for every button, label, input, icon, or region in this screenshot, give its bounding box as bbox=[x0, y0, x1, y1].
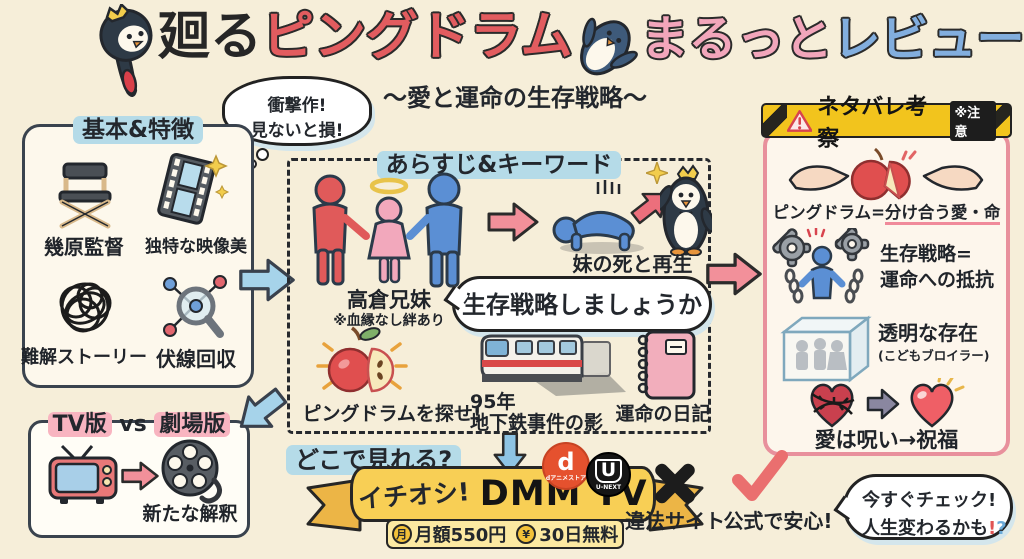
tv-vs-movie-title: TV版 vs 劇場版 bbox=[28, 406, 250, 438]
synopsis-panel-title: あらすじ&キーワード bbox=[376, 151, 622, 179]
official-safe-label: 公式で安心! bbox=[723, 509, 833, 533]
apple-pingdrum-icon bbox=[316, 326, 408, 393]
shared-apple-hands-icon bbox=[788, 147, 984, 201]
cursed-heart-to-blessing-icon bbox=[810, 378, 965, 428]
shock-bubble-line2: 見ないと損! bbox=[250, 121, 344, 141]
survival-quote-text: 生存戦略しましょうか bbox=[462, 291, 702, 319]
danime-letter: d bbox=[557, 447, 575, 476]
spoiler-item3-line1: 透明な存在 bbox=[878, 321, 978, 345]
unext-name: U-NEXT bbox=[595, 483, 622, 491]
shock-bubble-line1: 衝撃作! bbox=[267, 96, 327, 116]
illegal-cross-icon bbox=[650, 458, 700, 508]
page-title: 廻る ピングドラム まるっと レビュー! bbox=[158, 10, 1024, 84]
title-black: 廻る bbox=[158, 7, 263, 67]
page-subtitle: 〜愛と運命の生存戦略〜 bbox=[383, 84, 647, 112]
spoiler-item3-line2: (こどもブロイラー) bbox=[878, 348, 990, 363]
arrow-right-pink-icon bbox=[487, 202, 539, 242]
title-red: ピングドラム bbox=[262, 7, 573, 67]
penguin-crown-icon bbox=[99, 4, 153, 97]
unext-letter: U bbox=[594, 458, 623, 483]
ribbon-tail-left bbox=[306, 478, 362, 532]
subway-train-icon bbox=[480, 334, 626, 396]
family-note: ※血縁なし絆あり bbox=[333, 313, 445, 329]
title-blue: レビュー! bbox=[832, 11, 1024, 67]
keyword-train-label-line1: 95年 bbox=[470, 391, 516, 413]
spoiler-item1-label: ピングドラム=分け合う愛・命 bbox=[766, 203, 1007, 225]
spoiler-panel-title: ネタバレ考察 bbox=[817, 94, 928, 152]
title-pink: まるっと bbox=[640, 11, 833, 67]
shock-bubble: 衝撃作! 見ないと損! bbox=[222, 76, 372, 146]
cta-question: ? bbox=[996, 518, 1007, 539]
glass-box-children-icon bbox=[780, 315, 872, 383]
takakura-family-icon bbox=[312, 172, 463, 288]
movie-version-label: 劇場版 bbox=[154, 412, 231, 437]
price-strip: 月 月額550円 ¥ 30日無料 bbox=[386, 519, 624, 549]
film-reel-icon bbox=[161, 439, 222, 504]
yen-badge-icon: ¥ bbox=[516, 524, 537, 544]
keyword-train-label-line2: 地下鉄事件の影 bbox=[470, 412, 604, 434]
cta-line2: 人生変わるかも bbox=[862, 518, 988, 539]
price-text: 月額550円 bbox=[414, 525, 507, 546]
cta-bubble: 今すぐチェック! 人生変わるかも!? bbox=[833, 474, 1013, 540]
tv-icon bbox=[48, 444, 118, 504]
shock-bubble-dot-large bbox=[256, 148, 269, 161]
arrow-down-left-blue-icon bbox=[239, 387, 288, 428]
cta-bang: ! bbox=[988, 518, 997, 539]
basics-item-label: 独特な映像美 bbox=[145, 237, 247, 257]
penguin-costume-icon bbox=[660, 164, 712, 256]
film-strip-icon bbox=[157, 152, 230, 225]
arrow-right-pink-icon bbox=[121, 461, 159, 491]
spoiler-item2-line2: 運命への抵抗 bbox=[880, 268, 995, 291]
tv-version-label: TV版 bbox=[47, 412, 112, 437]
basics-panel-title-wrap: 基本&特徴 bbox=[22, 110, 254, 144]
illegal-site-label: 違法サイト bbox=[625, 509, 725, 533]
survival-quote-bubble: 生存戦略しましょうか bbox=[443, 276, 712, 332]
director-chair-icon bbox=[58, 162, 112, 229]
keyword-diary-label: 運命の日記 bbox=[615, 403, 711, 425]
spoiler-item2-label: 生存戦略= 運命への抵抗 bbox=[880, 243, 995, 292]
sparkle-icon bbox=[646, 162, 668, 184]
arrow-right-pink-icon bbox=[706, 252, 762, 296]
free-trial-text: 30日無料 bbox=[539, 525, 619, 546]
spoiler-header-inner: ネタバレ考察 ※注意 bbox=[787, 95, 996, 152]
tangled-line-icon bbox=[59, 282, 112, 333]
magnifier-network-icon bbox=[163, 275, 227, 338]
monthly-badge-icon: 月 bbox=[391, 524, 412, 544]
vs-label: vs bbox=[119, 412, 147, 437]
rebirth-label: 妹の死と再生 bbox=[572, 252, 693, 276]
family-label: 高倉兄妹 bbox=[347, 288, 431, 312]
penguin-diving-icon bbox=[580, 17, 639, 76]
arrow-down-blue-icon bbox=[493, 432, 527, 476]
cta-line1: 今すぐチェック! bbox=[862, 490, 997, 511]
bowing-figure-icon bbox=[552, 180, 644, 254]
danime-name: dアニメストア bbox=[545, 474, 587, 482]
warning-triangle-icon bbox=[787, 109, 813, 132]
tv-panel-caption: 新たな解釈 bbox=[142, 503, 238, 525]
spoiler-item3-label: 透明な存在 (こどもブロイラー) bbox=[878, 322, 989, 363]
keyword-apple-label: ピングドラムを探せ! bbox=[302, 403, 482, 425]
danime-store-icon: d dアニメストア bbox=[542, 442, 590, 490]
spoiler-item1-underlined: 分け合う愛・命 bbox=[884, 203, 1001, 225]
synopsis-panel-title-wrap: あらすじ&キーワード bbox=[287, 145, 711, 179]
basics-panel-title: 基本&特徴 bbox=[72, 116, 204, 144]
official-check-icon bbox=[732, 450, 788, 501]
diary-notebook-icon bbox=[637, 330, 696, 400]
spoiler-caution-chip: ※注意 bbox=[950, 100, 996, 141]
basics-item-label: 難解ストーリー bbox=[21, 347, 147, 368]
spoiler-panel-header: ネタバレ考察 ※注意 bbox=[761, 95, 1012, 152]
spoiler-item1-prefix: ピングドラム= bbox=[772, 203, 885, 222]
spoiler-item2-line1: 生存戦略= bbox=[880, 243, 972, 265]
gears-resistance-icon bbox=[772, 228, 870, 304]
unext-icon: U U-NEXT bbox=[586, 452, 631, 497]
basics-item-label: 幾原監督 bbox=[44, 235, 124, 259]
basics-item-label: 伏線回収 bbox=[156, 347, 236, 371]
spoiler-item4-label: 愛は呪い→祝福 bbox=[814, 428, 959, 452]
arrow-right-blue-icon bbox=[239, 258, 295, 302]
banner-tag: イチオシ! bbox=[357, 477, 471, 514]
